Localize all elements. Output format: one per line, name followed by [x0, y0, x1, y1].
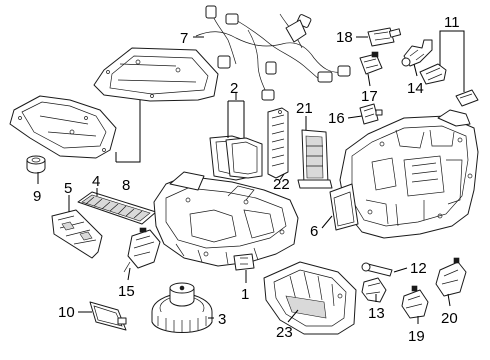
callout-20: 20 — [441, 310, 458, 327]
callout-8: 8 — [122, 177, 130, 194]
defrost-actuator — [435, 257, 467, 297]
temperature-sensor — [359, 51, 383, 75]
air-duct-nozzle — [419, 63, 479, 107]
drain-grommet — [26, 155, 46, 174]
callout-21: 21 — [296, 100, 313, 117]
leader-23 — [287, 309, 299, 323]
mode-door-actuator — [359, 103, 383, 125]
wiring-harness — [195, 5, 351, 101]
leader-lines — [37, 30, 465, 324]
callout-6: 6 — [310, 223, 318, 240]
heat-shield-upper-panel — [93, 47, 219, 102]
leader-12 — [393, 267, 408, 273]
callout-16: 16 — [328, 110, 345, 127]
callout-15: 15 — [118, 283, 135, 300]
callout-11: 11 — [444, 14, 460, 31]
electrical-connector — [367, 27, 402, 47]
callout-12: 12 — [410, 260, 427, 277]
recirculation-actuator — [401, 285, 429, 319]
heat-shield-lower-panel — [9, 95, 117, 159]
callout-10: 10 — [58, 304, 75, 321]
control-module — [89, 301, 127, 331]
callout-9: 9 — [33, 188, 41, 205]
leader-16 — [347, 115, 363, 119]
callout-19: 19 — [408, 328, 425, 345]
callout-1: 1 — [241, 286, 249, 303]
hvac-case-left — [153, 171, 299, 271]
leader-20 — [447, 293, 451, 307]
evaporator-temp-sensor — [361, 262, 393, 277]
hvac-case-right — [329, 109, 479, 239]
callout-2: 2 — [230, 80, 238, 97]
leader-2 — [227, 92, 245, 138]
leader-15 — [127, 267, 131, 281]
leader-17 — [367, 73, 371, 87]
evaporator-core — [267, 107, 289, 179]
leader-11 — [439, 30, 465, 92]
callout-5: 5 — [64, 180, 72, 197]
leader-14 — [413, 63, 418, 77]
blend-door-actuator — [51, 209, 103, 259]
callout-23: 23 — [276, 324, 293, 341]
leader-22 — [279, 173, 285, 181]
callout-numbers: 1 2 3 4 5 6 7 8 9 10 11 12 13 14 15 16 1… — [33, 14, 460, 345]
aspirator-hose — [401, 39, 433, 67]
callout-3: 3 — [218, 311, 226, 328]
blower-motor-resistor — [123, 227, 161, 273]
callout-14: 14 — [407, 80, 424, 97]
callout-17: 17 — [361, 88, 378, 105]
callout-18: 18 — [336, 29, 353, 46]
drain-hose — [361, 277, 387, 303]
blower-motor — [151, 282, 213, 333]
heater-core — [297, 129, 333, 189]
leader-6 — [321, 215, 333, 229]
callout-7: 7 — [180, 30, 188, 47]
callout-22: 22 — [273, 176, 290, 193]
cabin-air-filter — [77, 191, 157, 225]
callout-13: 13 — [368, 305, 385, 322]
callout-4: 4 — [92, 173, 100, 190]
leader-8 — [115, 100, 141, 163]
evaporator-seals — [209, 135, 263, 181]
